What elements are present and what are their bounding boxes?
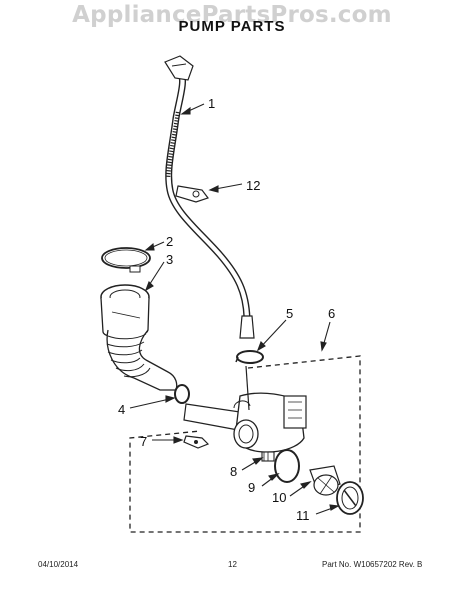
pump-clip xyxy=(183,435,210,449)
callout-6: 6 xyxy=(328,306,335,321)
pump-filter xyxy=(309,465,341,496)
clamp xyxy=(101,247,151,273)
footer-part-number: Part No. W10657202 Rev. B xyxy=(322,560,423,569)
callout-7: 7 xyxy=(140,434,147,449)
pump-assembly-dashed-boundary xyxy=(129,355,361,533)
fitting xyxy=(261,451,275,462)
hose-clamp-small xyxy=(174,384,190,404)
callout-5: 5 xyxy=(286,306,293,321)
leader-lines xyxy=(129,103,340,515)
footer-page-number: 12 xyxy=(228,560,237,569)
callout-12: 12 xyxy=(246,178,260,193)
callout-8: 8 xyxy=(230,464,237,479)
footer-date: 04/10/2014 xyxy=(38,560,79,569)
callout-2: 2 xyxy=(166,234,173,249)
tub-to-pump-hose xyxy=(100,284,178,391)
o-ring-gasket xyxy=(274,449,300,483)
callout-11: 11 xyxy=(296,508,310,523)
callout-4: 4 xyxy=(118,402,125,417)
callout-3: 3 xyxy=(166,252,173,267)
callout-1: 1 xyxy=(208,96,215,111)
page-title: PUMP PARTS xyxy=(178,18,286,35)
watermark: AppliancePartsPros.com xyxy=(72,2,392,28)
hose-clip xyxy=(175,185,209,203)
drain-hose-clamp xyxy=(235,350,264,364)
drain-hose xyxy=(164,55,255,339)
callout-9: 9 xyxy=(248,480,255,495)
drain-pump xyxy=(183,365,307,453)
filter-cap xyxy=(336,481,364,515)
callout-10: 10 xyxy=(272,490,286,505)
